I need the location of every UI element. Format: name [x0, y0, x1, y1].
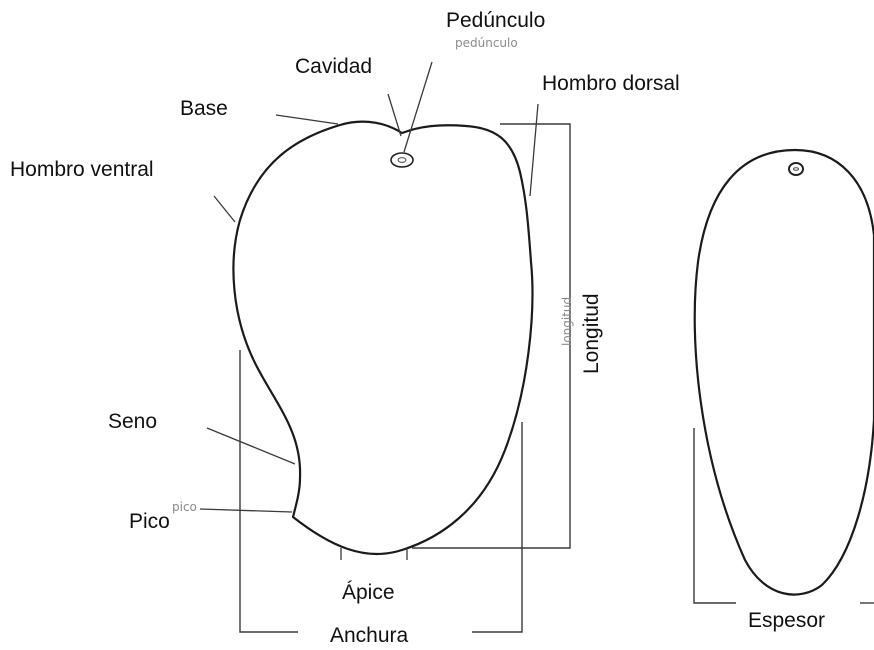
beak-leader — [200, 509, 292, 512]
beak-small-label: pico — [172, 500, 197, 514]
length-label: Longitud — [580, 293, 603, 374]
stem-scar-side — [789, 163, 803, 175]
length-small-label: longitud — [560, 297, 574, 346]
stem-scar-front-inner — [398, 158, 406, 163]
peduncle-small-label: pedúnculo — [455, 36, 518, 50]
base-label: Base — [180, 97, 228, 120]
beak-label: Pico — [129, 510, 170, 533]
sinus-label: Seno — [108, 410, 157, 433]
peduncle-label: Pedúnculo — [446, 9, 545, 32]
mango-front-outline — [233, 122, 532, 554]
width-bracket-left — [240, 350, 298, 632]
thickness-bracket-left — [694, 428, 736, 603]
apex-label: Ápice — [342, 581, 395, 604]
ventral-shoulder-leader — [214, 196, 235, 222]
stem-scar-side-inner — [794, 168, 799, 170]
mango-side-outline — [695, 150, 874, 595]
stem-scar-front — [391, 153, 413, 167]
width-label: Anchura — [330, 624, 409, 647]
dorsal-shoulder-label: Hombro dorsal — [542, 72, 680, 95]
thickness-label: Espesor — [748, 609, 825, 632]
base-leader — [276, 115, 338, 124]
width-bracket-right — [472, 422, 522, 632]
ventral-shoulder-label: Hombro ventral — [10, 158, 154, 181]
cavity-label: Cavidad — [295, 55, 372, 78]
sinus-leader — [207, 428, 295, 464]
peduncle-leader — [404, 62, 432, 152]
dorsal-shoulder-leader — [530, 104, 538, 196]
length-bracket — [412, 124, 570, 548]
